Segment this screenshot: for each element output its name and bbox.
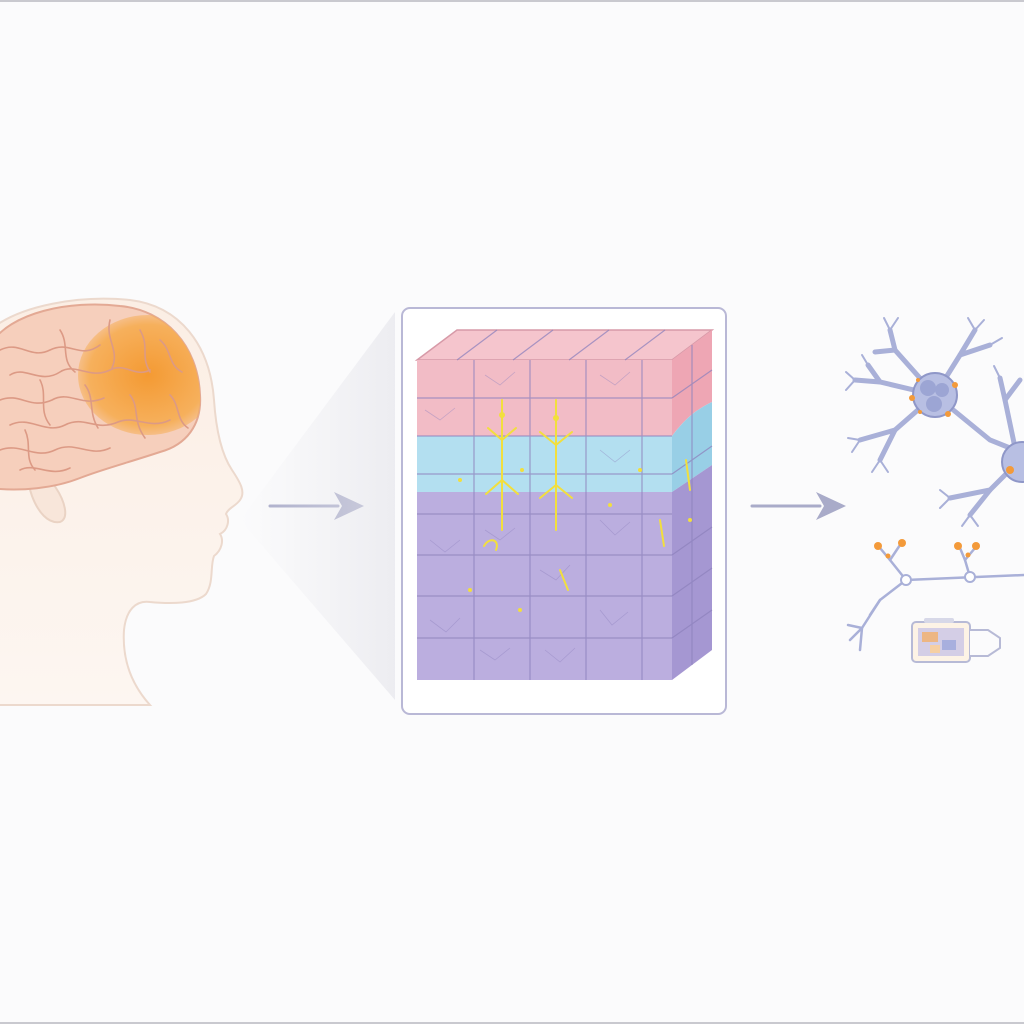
block-grid (417, 329, 713, 680)
culture-vial-icon (911, 618, 1001, 663)
right-arrow-icon-2 (750, 492, 846, 520)
top-border (0, 0, 1024, 2)
layer-bottom-front (417, 492, 672, 680)
neuron-2-accent (1006, 466, 1014, 474)
brain-gyri (0, 319, 189, 473)
tissue-panel (401, 307, 727, 715)
neuron-1-nucleus (920, 380, 949, 412)
bottom-border (0, 1022, 1024, 1024)
layer-middle-front (417, 436, 672, 492)
neuron-2-fine (939, 365, 1001, 527)
neuron-1-fine (845, 317, 1003, 473)
brain-active-region (78, 315, 201, 435)
neuron-cells (845, 317, 1024, 652)
block-top-face (414, 329, 715, 361)
signal-dots (458, 412, 692, 612)
cell-texture (424, 371, 631, 663)
synapse-terminals (874, 539, 980, 559)
brain (0, 303, 202, 491)
zoom-projection (240, 312, 395, 700)
signal-pathways (483, 399, 691, 591)
neuron-1 (852, 327, 1018, 463)
axon-network (846, 543, 1024, 652)
synapse-node-1 (900, 574, 912, 586)
synapse-node-2 (964, 571, 976, 583)
neuron-1-accents (909, 378, 958, 417)
